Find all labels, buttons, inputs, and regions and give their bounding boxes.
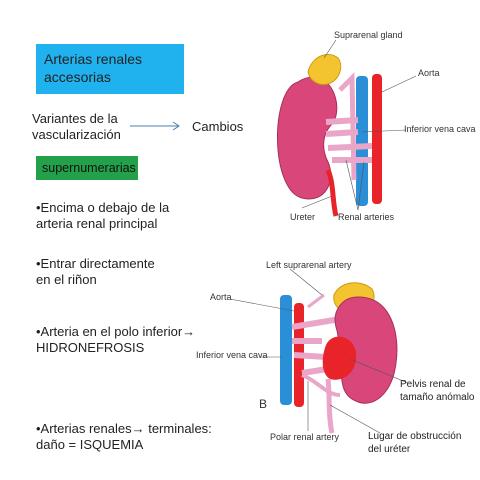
figure-b-letter: B <box>259 397 268 411</box>
polar-artery-shape <box>301 373 341 397</box>
figure-b-illustration <box>229 268 409 434</box>
label-suprarenal-gland: Suprarenal gland <box>334 30 403 40</box>
label-inferior-vena-cava-b: Inferior vena cava <box>196 350 268 360</box>
arrow-icon <box>130 121 180 131</box>
bullet-item: •Arteria en el polo inferior→ HIDRONEFRO… <box>36 324 196 355</box>
bullet-item: •Arterias renales→ terminales: daño = IS… <box>36 421 212 452</box>
vena-cava-shape <box>280 295 292 405</box>
vena-cava-shape <box>356 76 368 206</box>
label-left-suprarenal-artery: Left suprarenal artery <box>266 260 352 270</box>
label-aorta-a: Aorta <box>418 68 440 78</box>
ureter-shape <box>325 169 339 217</box>
changes-label: Cambios <box>192 119 244 134</box>
label-aorta-b: Aorta <box>210 292 232 302</box>
aorta-shape <box>372 74 382 204</box>
label-renal-pelvis: Pelvis renal de tamaño anómalo <box>400 379 475 403</box>
label-inferior-vena-cava-a: Inferior vena cava <box>404 124 476 134</box>
supernumerary-label: supernumerarias <box>42 161 136 175</box>
bullet-item: •Encima o debajo de la arteria renal pri… <box>36 200 170 231</box>
supernumerary-badge: supernumerarias <box>36 156 138 180</box>
kidney-shape <box>277 76 338 200</box>
kidney-shape <box>334 296 398 404</box>
figure-a-illustration <box>277 39 417 217</box>
slide-title: Arterias renales accesorias <box>36 44 184 94</box>
label-polar-renal-artery: Polar renal artery <box>270 432 340 442</box>
ureter-shape <box>325 378 335 434</box>
label-ureter: Ureter <box>290 212 316 222</box>
bullet-item: •Entrar directamente en el riñon <box>36 256 155 287</box>
renal-pelvis-shape <box>322 336 357 380</box>
label-obstruction: Lugar de obstrucción del uréter <box>368 431 462 455</box>
label-renal-arteries: Renal arteries <box>338 212 395 222</box>
variants-label: Variantes de la vascularización <box>32 111 121 142</box>
suprarenal-gland-shape <box>307 54 342 85</box>
slide-title-text: Arterias renales accesorias <box>44 51 143 85</box>
